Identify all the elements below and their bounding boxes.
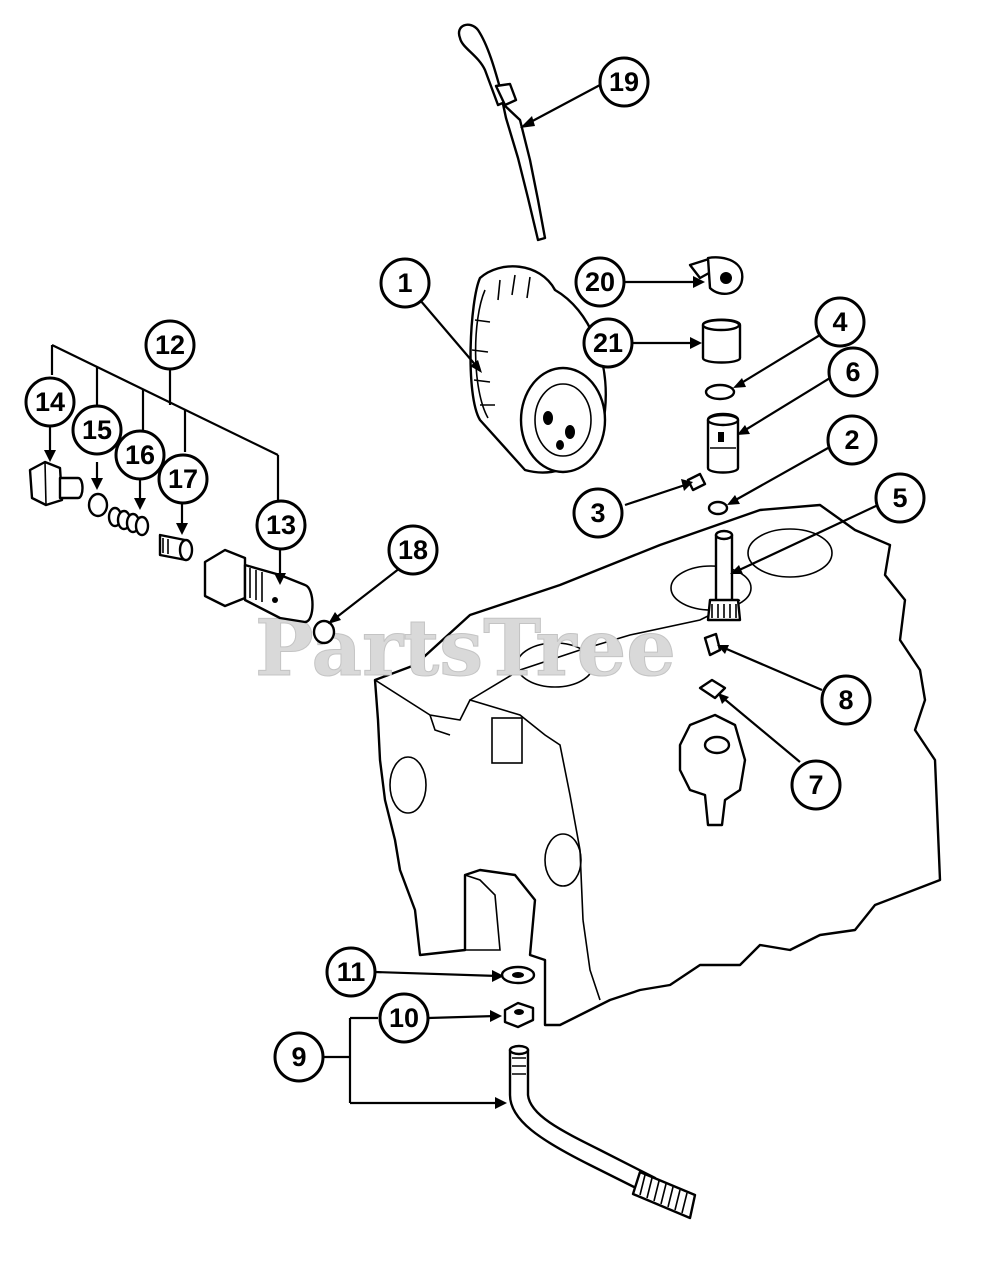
fitting-part (688, 256, 744, 296)
svg-text:2: 2 (844, 425, 859, 455)
callout-1[interactable]: 1 (379, 257, 431, 309)
piston-part (158, 533, 194, 562)
o-ring-part-18 (312, 619, 336, 645)
svg-text:17: 17 (168, 464, 198, 494)
valve-body-part (706, 412, 740, 474)
callout-11[interactable]: 11 (325, 946, 377, 998)
callout-9[interactable]: 9 (273, 1031, 325, 1083)
svg-text:8: 8 (838, 685, 853, 715)
svg-text:4: 4 (832, 307, 847, 337)
drive-shaft-part (706, 529, 742, 622)
svg-text:3: 3 (590, 498, 605, 528)
callout-5[interactable]: 5 (874, 472, 926, 524)
svg-text:18: 18 (398, 535, 428, 565)
washer-part-2 (707, 500, 729, 516)
callout-3[interactable]: 3 (572, 487, 624, 539)
callout-12[interactable]: 12 (144, 319, 196, 371)
svg-text:10: 10 (389, 1003, 419, 1033)
svg-text:1: 1 (397, 268, 412, 298)
suction-pipe-part (508, 1044, 697, 1220)
ring-part-15 (87, 492, 109, 518)
svg-text:14: 14 (35, 387, 65, 417)
callout-2[interactable]: 2 (826, 414, 878, 466)
svg-text:20: 20 (585, 267, 615, 297)
oil-filter-part (469, 265, 607, 474)
callout-17[interactable]: 17 (157, 453, 209, 505)
svg-text:21: 21 (593, 328, 623, 358)
svg-text:13: 13 (266, 510, 296, 540)
callout-6[interactable]: 6 (827, 346, 879, 398)
screw-part (686, 472, 707, 492)
callout-10[interactable]: 10 (378, 992, 430, 1044)
callout-4[interactable]: 4 (814, 296, 866, 348)
svg-text:12: 12 (155, 330, 185, 360)
svg-text:9: 9 (291, 1042, 306, 1072)
engine-block (373, 503, 942, 1027)
svg-text:15: 15 (82, 415, 112, 445)
callout-20[interactable]: 20 (574, 256, 626, 308)
callout-16[interactable]: 16 (114, 429, 166, 481)
svg-text:11: 11 (337, 957, 366, 987)
leader-lines (44, 84, 879, 1109)
callout-8[interactable]: 8 (820, 674, 872, 726)
callout-14[interactable]: 14 (24, 376, 76, 428)
plug-part (28, 460, 84, 507)
callout-7[interactable]: 7 (790, 759, 842, 811)
sleeve-part (701, 318, 742, 364)
callout-15[interactable]: 15 (71, 404, 123, 456)
svg-text:7: 7 (808, 770, 823, 800)
callout-13[interactable]: 13 (255, 499, 307, 551)
svg-text:5: 5 (892, 483, 907, 513)
o-ring-part-4 (704, 383, 736, 401)
watermark-text: PartsTree (255, 603, 676, 694)
svg-text:19: 19 (609, 67, 639, 97)
callout-18[interactable]: 18 (387, 524, 439, 576)
dipstick-part (457, 23, 547, 242)
small-fitting-part (703, 632, 722, 657)
svg-text:6: 6 (845, 357, 860, 387)
valve-housing-part (203, 548, 314, 624)
svg-text:16: 16 (125, 440, 155, 470)
callout-21[interactable]: 21 (582, 317, 634, 369)
callout-19[interactable]: 19 (598, 56, 650, 108)
spring-part (107, 506, 150, 537)
nut-part (503, 1001, 535, 1029)
